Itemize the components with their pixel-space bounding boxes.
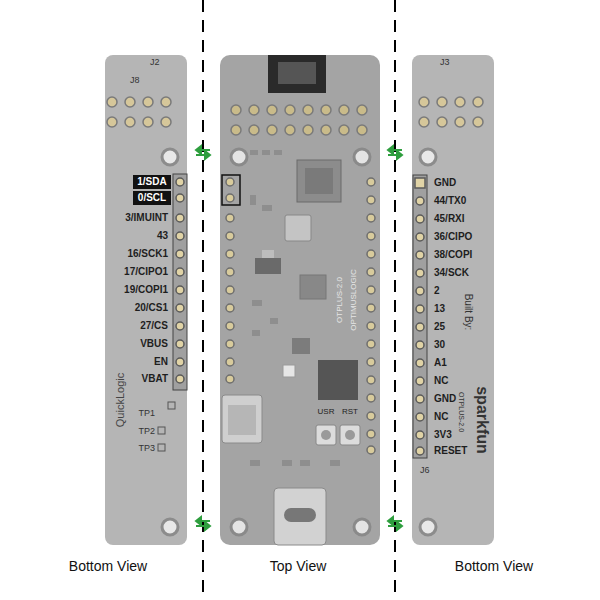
pin-label: EN (154, 357, 168, 367)
pin-label: 45/RXI (434, 214, 465, 224)
pin-label: TP3 (138, 444, 155, 453)
pin-label: TP2 (138, 427, 155, 436)
pin-label: 43 (157, 231, 168, 241)
pin-label: RESET (434, 446, 467, 456)
pin-label: VBAT (142, 374, 168, 384)
pin-label: sparkfun (474, 386, 490, 454)
pin-label: 2 (434, 286, 440, 296)
pin-highlight-box: 0/SCL (133, 191, 171, 205)
pin-highlight-box: 1/SDA (133, 175, 171, 189)
pin-label: J3 (440, 58, 450, 67)
pin-label: 19/COPI1 (124, 285, 168, 295)
pin-label: QuickLogic (115, 373, 126, 427)
pin-label: 38/COPI (434, 250, 472, 260)
pin-label: 25 (434, 322, 445, 332)
pin-label: VBUS (140, 339, 168, 349)
pin-label: 3/IMUINT (125, 213, 168, 223)
pin-label: NC (434, 376, 448, 386)
pin-label: 13 (434, 304, 445, 314)
pin-label: RST (342, 408, 358, 416)
pin-label: Built By: (463, 294, 473, 331)
pin-label: 17/CIPO1 (124, 267, 168, 277)
pin-label: NC (434, 412, 448, 422)
pin-label: 20/CS1 (135, 303, 168, 313)
pin-label: GND (434, 394, 456, 404)
pin-label: 0/SCL (138, 193, 166, 203)
pin-label: 44/TX0 (434, 196, 466, 206)
pin-label: 1/SDA (137, 177, 166, 187)
pin-label: OPTIMUSLOGIC (350, 269, 358, 330)
pin-label: Bottom View (455, 559, 533, 573)
pin-label: 36/CIPO (434, 232, 472, 242)
pin-label: J6 (420, 466, 430, 475)
pin-label: 16/SCK1 (127, 249, 168, 259)
pin-label: 30 (434, 340, 445, 350)
pin-label: TP1 (138, 409, 155, 418)
pin-label: A1 (434, 358, 447, 368)
pin-label: 3V3 (434, 430, 452, 440)
pin-label: OTPLUS-2.0 (458, 392, 465, 432)
pin-label: 34/SCK (434, 268, 469, 278)
pin-label: J2 (150, 58, 160, 67)
pin-label: Top View (270, 559, 327, 573)
pin-label: J8 (130, 76, 140, 85)
pin-label: Bottom View (69, 559, 147, 573)
pin-label: OTPLUS-2.0 (336, 277, 344, 323)
pin-label: GND (434, 178, 456, 188)
pin-label: 27/CS (140, 321, 168, 331)
pin-label: USR (318, 408, 335, 416)
